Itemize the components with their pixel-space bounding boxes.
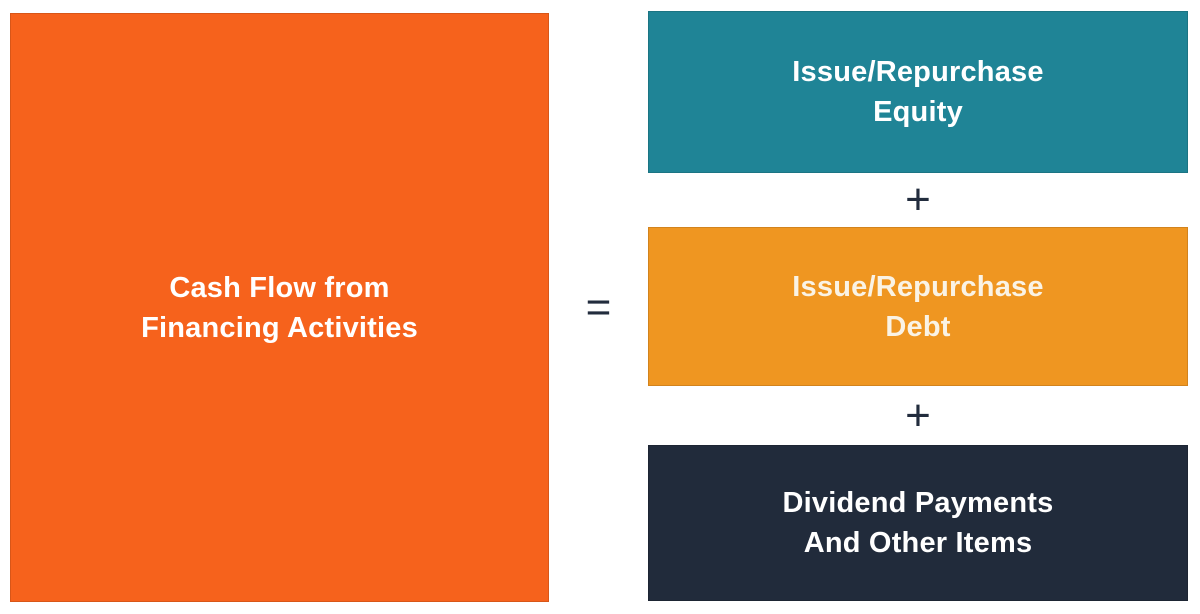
- dividend-payments-box: Dividend Payments And Other Items: [648, 445, 1188, 601]
- dividend-label-line-1: Dividend Payments: [782, 487, 1054, 519]
- issue-repurchase-debt-box: Issue/Repurchase Debt: [648, 227, 1188, 386]
- plus-sign-2: +: [905, 390, 931, 440]
- result-label-line-2: Financing Activities: [141, 311, 418, 344]
- issue-repurchase-equity-box: Issue/Repurchase Equity: [648, 11, 1188, 173]
- equity-label-line-1: Issue/Repurchase: [792, 56, 1044, 88]
- equity-label-line-2: Equity: [873, 96, 963, 128]
- debt-label-line-1: Issue/Repurchase: [792, 270, 1044, 303]
- result-label-line-1: Cash Flow from: [169, 271, 390, 304]
- dividend-label-line-2: And Other Items: [803, 527, 1033, 559]
- equals-sign: =: [585, 282, 612, 332]
- plus-sign-1: +: [905, 175, 931, 224]
- cash-flow-from-financing-box: Cash Flow from Financing Activities: [10, 13, 549, 602]
- debt-label-line-2: Debt: [885, 310, 951, 343]
